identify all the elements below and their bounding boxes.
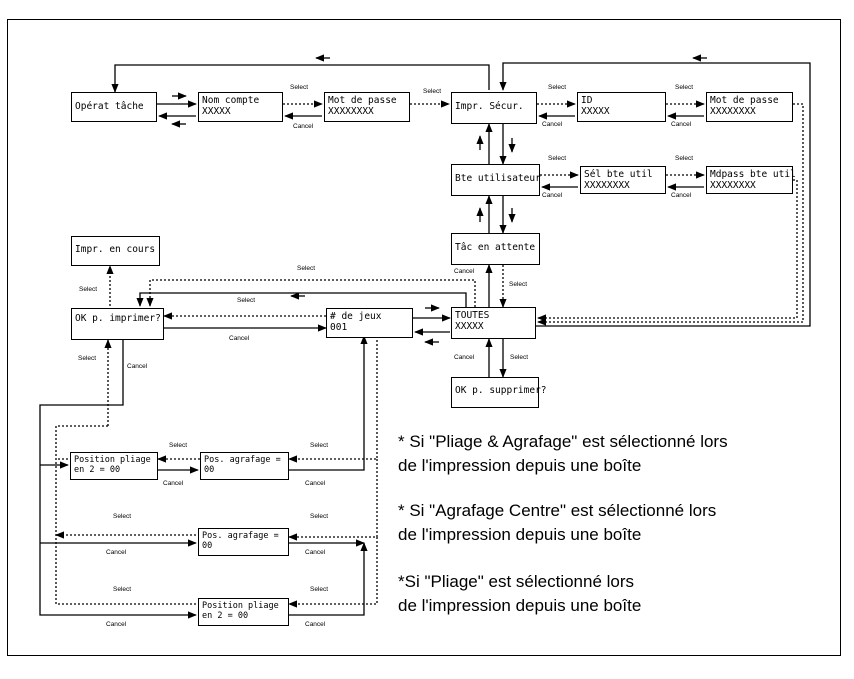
label-select: Select xyxy=(675,155,694,162)
box-pos-agrafage-1: Pos. agrafage =00 xyxy=(200,452,289,480)
label-select: Select xyxy=(79,286,98,293)
label-select: Select xyxy=(509,281,528,288)
label-cancel: Cancel xyxy=(454,268,475,275)
ok-cancel-to-opt xyxy=(39,338,124,465)
toutes-to-ok-cancel xyxy=(136,292,467,307)
box-pos-agrafage-2: Pos. agrafage =00 xyxy=(198,528,289,556)
toutes-to-impr-loop xyxy=(499,62,811,327)
label-select: Select xyxy=(310,513,329,520)
label-select: Select xyxy=(548,155,567,162)
label-select: Select xyxy=(113,586,132,593)
label-select: Select xyxy=(423,88,442,95)
label-cancel: Cancel xyxy=(305,549,326,556)
note-pliage: *Si "Pliage" est sélectionné lors de l'i… xyxy=(398,572,642,615)
label-cancel: Cancel xyxy=(542,121,563,128)
label-cancel: Cancel xyxy=(163,480,184,487)
diagram-frame xyxy=(7,19,841,656)
impr-to-opera-loop xyxy=(111,64,490,93)
mdp2-to-toutes xyxy=(537,103,804,326)
mdpass-to-toutes xyxy=(537,179,798,322)
jeux-to-pos1-dashed xyxy=(288,340,378,463)
label-cancel: Cancel xyxy=(542,192,563,199)
label-cancel: Cancel xyxy=(671,192,692,199)
box-tac-en-attente: Tâc en attente xyxy=(451,233,540,265)
label-select: Select xyxy=(290,84,309,91)
label-select: Select xyxy=(297,265,316,272)
label-cancel: Cancel xyxy=(305,621,326,628)
label-select: Select xyxy=(113,513,132,520)
label-cancel: Cancel xyxy=(305,480,326,487)
label-select: Select xyxy=(675,84,694,91)
label-cancel: Cancel xyxy=(454,354,475,361)
box-ok-supprimer: OK p. supprimer? xyxy=(451,377,547,408)
label-select: Select xyxy=(310,442,329,449)
pliage2-to-jeux xyxy=(289,542,368,616)
note-agrafage-centre: * Si "Agrafage Centre" est sélectionné l… xyxy=(398,501,717,544)
label-select: Select xyxy=(310,586,329,593)
box-impr-secur: Impr. Sécur. xyxy=(451,92,537,124)
label-cancel: Cancel xyxy=(106,621,127,628)
box-ok-imprimer: OK p. imprimer? xyxy=(71,308,164,340)
label-select: Select xyxy=(78,355,97,362)
label-cancel: Cancel xyxy=(671,121,692,128)
label-cancel: Cancel xyxy=(229,335,250,342)
label-cancel: Cancel xyxy=(106,549,127,556)
label-select: Select xyxy=(548,84,567,91)
label-select: Select xyxy=(510,354,529,361)
box-operat-tache: Opérat tâche xyxy=(71,92,157,122)
label-select: Select xyxy=(169,442,188,449)
pos1-to-jeux xyxy=(289,335,368,471)
box-impr-en-cours: Impr. en cours xyxy=(71,236,160,266)
label-cancel: Cancel xyxy=(127,363,148,370)
label-cancel: Cancel xyxy=(293,123,314,130)
label-select: Select xyxy=(237,297,256,304)
spine-to-row3 xyxy=(39,465,197,619)
note-pliage-agrafage: * Si "Pliage & Agrafage" est sélectionné… xyxy=(398,432,728,475)
box-bte-utilisateur: Bte utilisateur xyxy=(451,164,541,196)
